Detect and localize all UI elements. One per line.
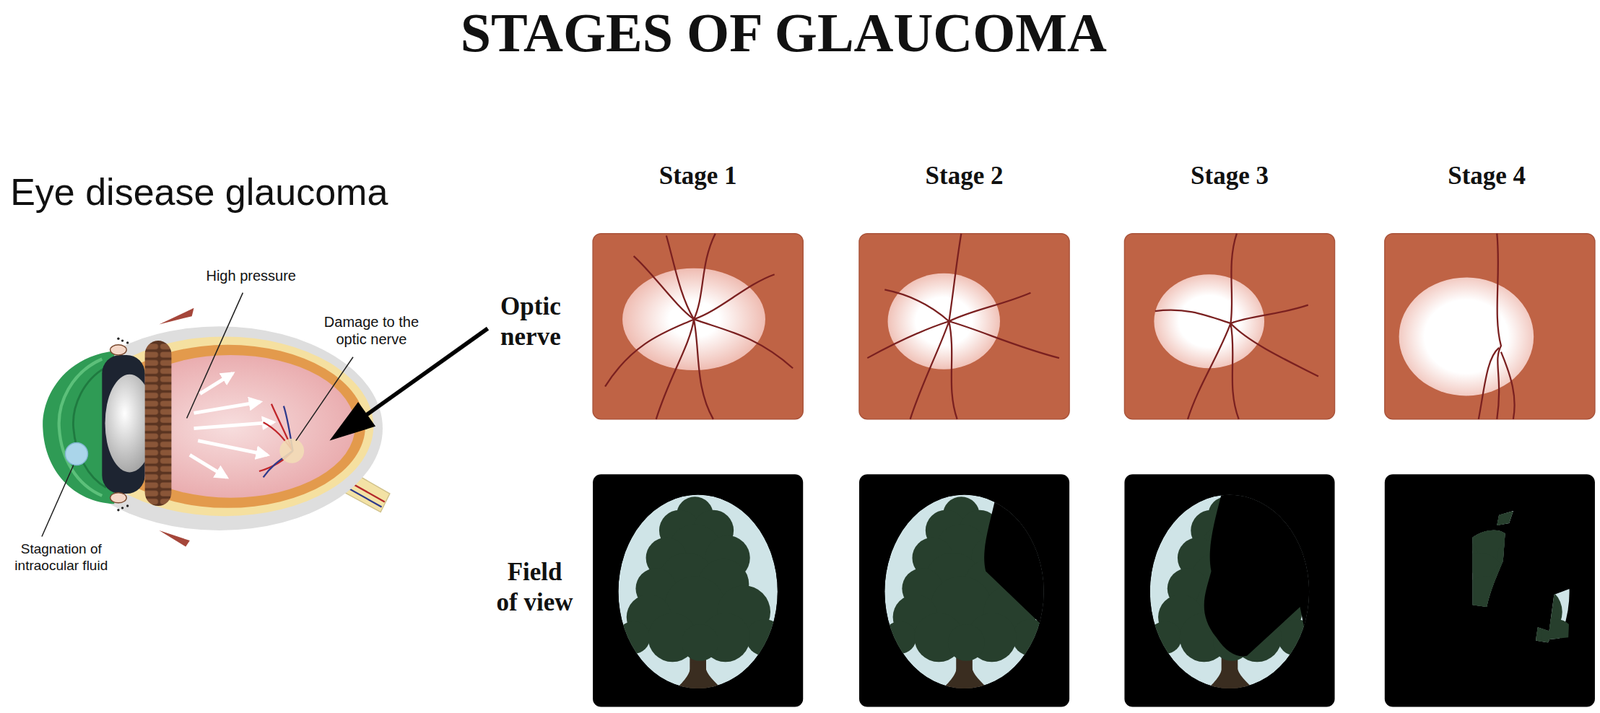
eye-illustration-part-part	[121, 506, 124, 510]
optic-disc-panel-part-part	[693, 319, 793, 369]
optic-disc-panel-part	[1478, 233, 1515, 420]
row-heading: Field of view	[495, 557, 575, 619]
ciliary-body	[145, 340, 172, 507]
choroid-layer	[89, 345, 366, 509]
optic-disc-panel-part	[605, 233, 793, 420]
optic-disc	[279, 438, 304, 464]
optic-disc-panel-part	[1155, 233, 1319, 420]
stage-heading: Stage 2	[925, 161, 1004, 192]
stage-heading: Stage 3	[1190, 161, 1269, 192]
eye-muscle	[158, 308, 194, 325]
field-of-view-panel-part	[883, 474, 1074, 691]
optic-disc-panel-part-part	[1478, 348, 1499, 420]
pressure-arrows-part	[189, 454, 227, 478]
field-of-view-panel-part	[617, 494, 783, 691]
field-of-view-panel-part	[1148, 474, 1339, 691]
eye-illustration	[41, 293, 489, 548]
optic-disc-panel-part-part	[693, 274, 775, 320]
pressure-arrows-part	[197, 441, 268, 456]
leader-line	[41, 293, 354, 538]
optic-disc-panel-part-part	[1230, 323, 1319, 377]
optic-disc-panel-part	[859, 233, 1070, 420]
optic-disc-panel-part-part	[948, 233, 962, 323]
optic-disc-panel-part-part	[693, 319, 714, 420]
field-of-view-panel	[592, 474, 803, 707]
optic-disc-panel-part-part	[1496, 233, 1502, 420]
field-of-view-panel-part-part	[984, 474, 1074, 646]
optic-disc-panel-part-part	[1230, 305, 1308, 324]
optic-disc-panel-part-part	[948, 321, 1060, 359]
optic-disc-panel-part-part	[666, 236, 694, 320]
optic-disc-panel-part-part	[867, 321, 949, 359]
pressure-arrows-part	[194, 422, 274, 429]
optic-disc-panel-part	[592, 233, 803, 420]
page-title: STAGES OF GLAUCOMA	[460, 0, 1107, 66]
eye-illustration-part-part	[116, 337, 120, 341]
fluid-stagnation	[64, 442, 88, 465]
field-of-view-panel	[1124, 474, 1339, 707]
figure-heading: Eye disease glaucoma	[10, 169, 388, 215]
field-of-view-panel-part-part	[1409, 494, 1575, 691]
optic-disc-panel-part-part	[948, 293, 1031, 323]
eye-illustration-part	[110, 493, 128, 504]
optic-disc-panel-part-part	[693, 233, 716, 320]
field-of-view-panel	[1384, 474, 1595, 707]
optic-disc-panel	[1124, 233, 1335, 420]
optic-disc-panel	[859, 233, 1070, 420]
eye-illustration-part	[72, 367, 107, 489]
eye-illustration-part-part	[116, 509, 120, 512]
row-heading: Optic nerve	[483, 291, 578, 353]
optic-disc-panel-part-part	[910, 321, 950, 420]
field-of-view-panel	[859, 474, 1074, 707]
optic-disc-panel-part-part	[948, 321, 957, 420]
callout-label: High pressure	[205, 267, 297, 285]
eye-illustration-part-part	[121, 339, 124, 342]
optic-disc-panel-part-part	[605, 319, 694, 387]
optic-disc-panel-part	[1124, 233, 1335, 420]
callout-label: Stagnation of intraocular fluid	[3, 541, 120, 575]
eye-illustration-part	[110, 345, 128, 356]
field-of-view-panel-part	[1409, 494, 1575, 691]
field-of-view-panel-part-part	[617, 494, 783, 691]
field-of-view-panel-part	[592, 474, 803, 707]
stage-heading: Stage 1	[659, 161, 738, 192]
optic-disc-panel-part	[1384, 233, 1595, 420]
optic-disc-panel-part	[1153, 274, 1265, 369]
optic-disc-panel-part	[867, 233, 1060, 420]
optic-disc-panel-part-part	[884, 289, 949, 322]
eye-illustration-part-part	[126, 504, 129, 507]
eye-illustration-part-part	[126, 341, 129, 344]
optic-disc-panel-part-part	[1230, 323, 1239, 420]
optic-disc-panel-part-part	[1501, 352, 1515, 420]
optic-disc-panel-part-part	[1187, 323, 1231, 420]
eye-illustration-part	[59, 359, 103, 497]
pressure-arrows	[189, 373, 274, 478]
optic-disc-panel	[1384, 233, 1595, 420]
callout-label: Damage to the optic nerve	[309, 313, 433, 349]
retina-layer	[75, 336, 375, 517]
field-of-view-panel-part	[1384, 474, 1595, 707]
optic-disc-panel	[592, 233, 803, 420]
leader-line-part	[187, 293, 244, 419]
pressure-arrows-part	[194, 402, 261, 414]
optic-disc-panel-part-part	[1230, 233, 1237, 324]
leader-line-part	[41, 465, 74, 538]
field-of-view-panel-part-part	[1204, 474, 1340, 657]
pointer-arrow-part	[329, 402, 376, 442]
optic-disc-panel-part-part	[1155, 310, 1232, 324]
eye-illustration-part	[116, 337, 129, 512]
stage-heading: Stage 4	[1447, 161, 1526, 192]
optic-disc-panel-part	[1399, 277, 1535, 396]
optic-disc-panel-part	[888, 273, 1000, 370]
optic-disc-panel-part-part	[633, 256, 694, 320]
eye-muscle	[158, 530, 190, 548]
